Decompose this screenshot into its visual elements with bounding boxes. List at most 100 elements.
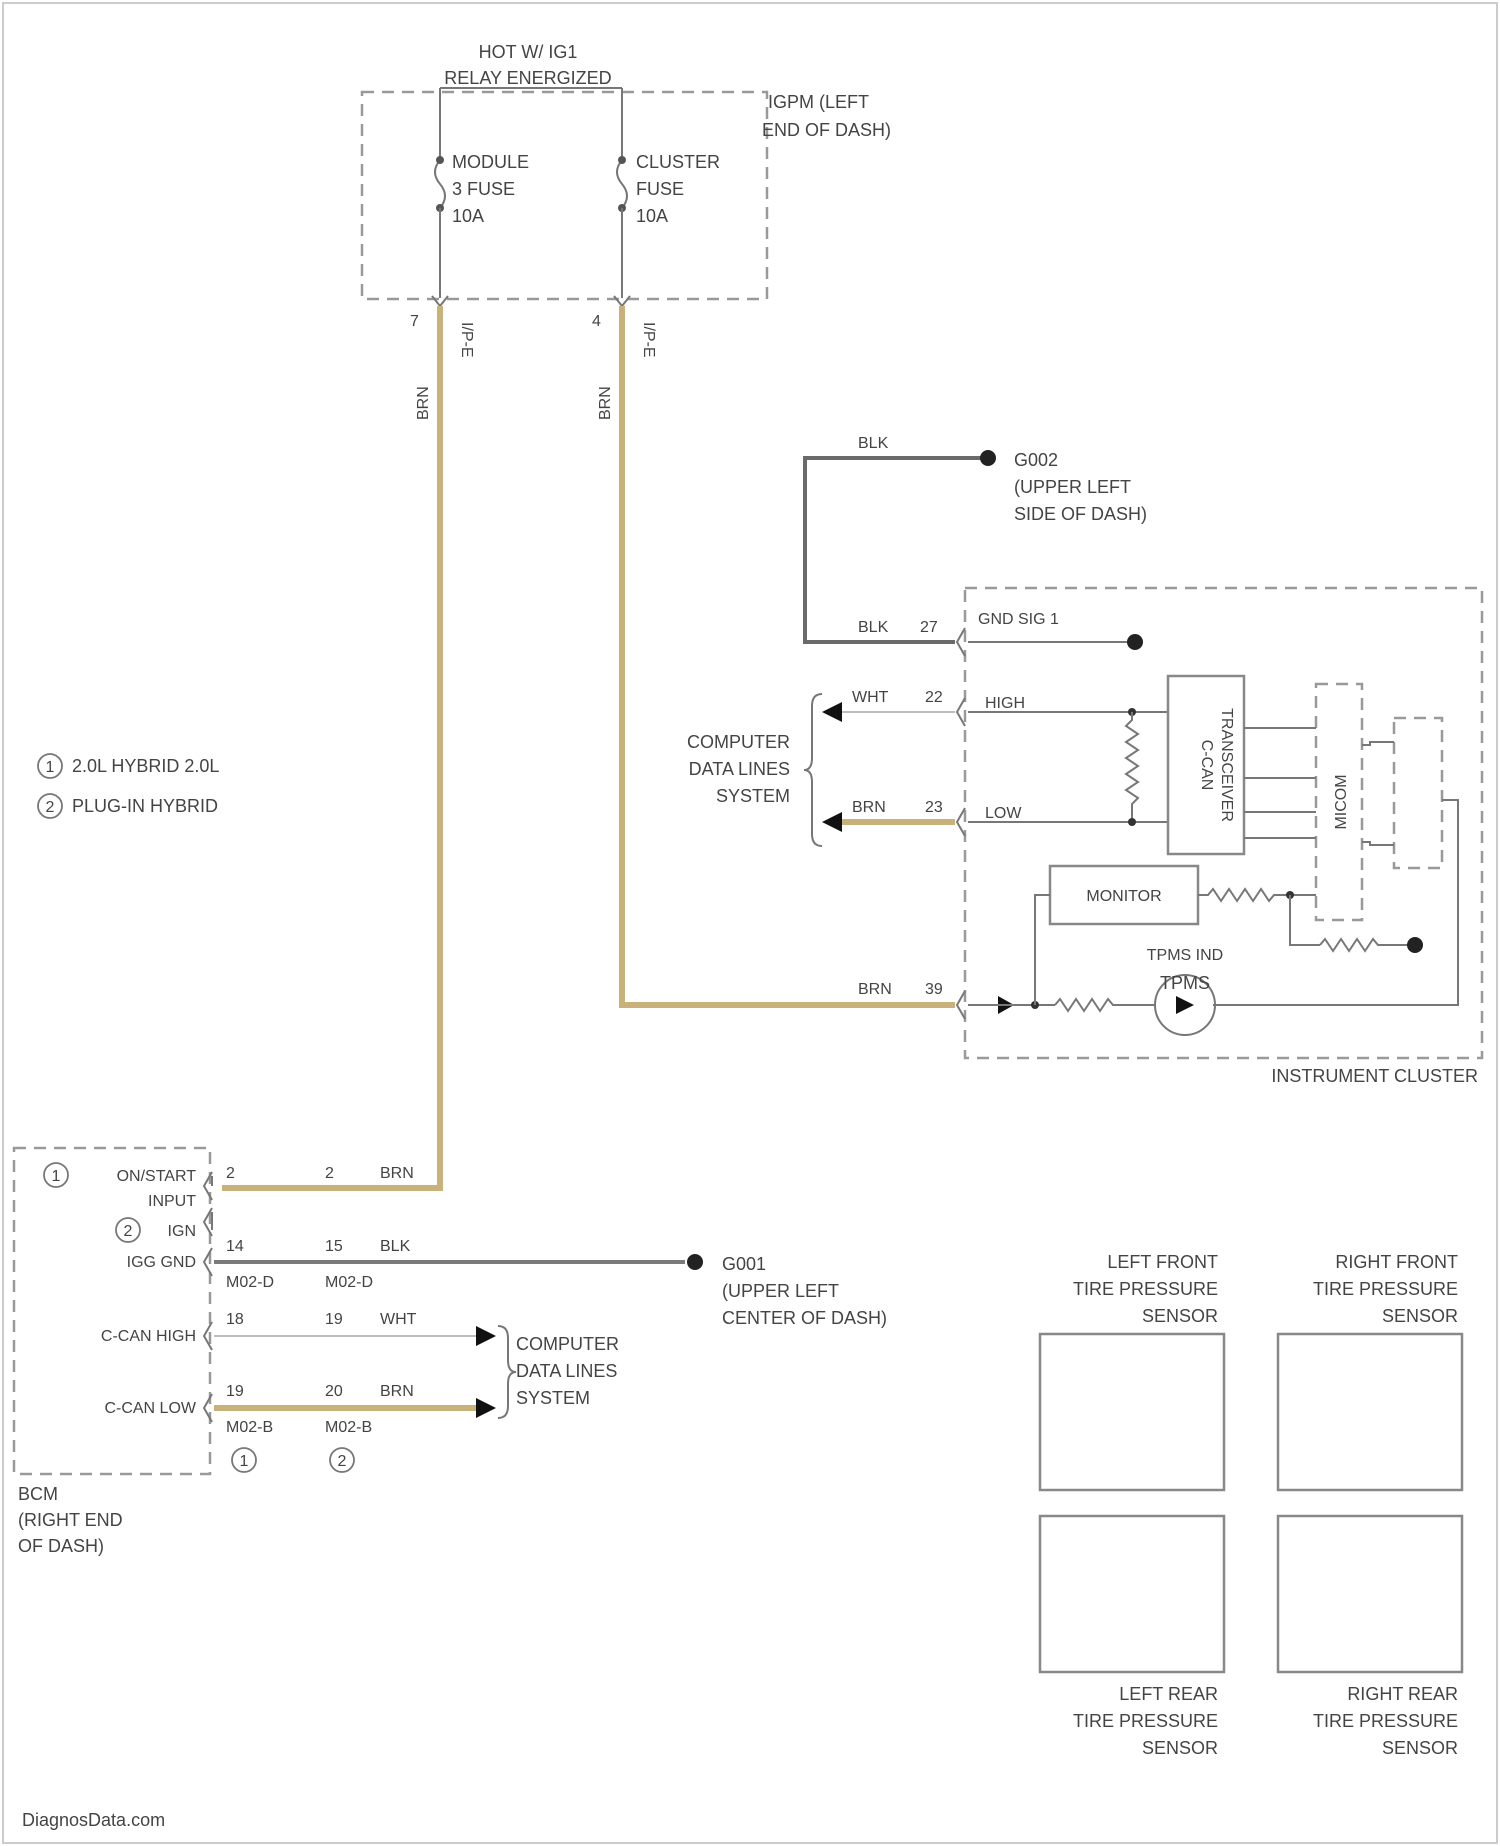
ground-g001: G001 (UPPER LEFT CENTER OF DASH) — [687, 1254, 887, 1328]
cds-bottom-line-2: DATA LINES — [516, 1361, 617, 1381]
ground-g001-symbol — [687, 1254, 703, 1270]
bcm-ign-circle-number: 2 — [124, 1223, 133, 1240]
wire-left-color: BRN — [415, 386, 432, 420]
legend: 1 2.0L HYBRID 2.0L 2 PLUG-IN HYBRID — [38, 754, 219, 818]
pwr-wire-color: BRN — [858, 981, 892, 998]
micom-label: MICOM — [1333, 774, 1350, 829]
tpms-symbol-text: TPMS — [1160, 973, 1210, 993]
lf-sensor-line-2: TIRE PRESSURE — [1073, 1279, 1218, 1299]
brn-wire-cluster-power — [622, 306, 955, 1005]
bcm-gnd-connector-2: M02-D — [325, 1274, 373, 1291]
legend-2-number: 2 — [46, 799, 55, 816]
ground-g002-symbol — [980, 450, 996, 466]
bcm-gnd-pin-1: 14 — [226, 1238, 244, 1255]
g002-label: G002 — [1014, 450, 1058, 470]
bcm-conn-circle-1-number: 1 — [240, 1453, 249, 1470]
fuse2-symbol — [617, 160, 627, 208]
driver-link-2 — [1362, 842, 1394, 845]
low-arrow — [822, 812, 842, 832]
rf-sensor-line-3: SENSOR — [1382, 1306, 1458, 1326]
cds-right-brace — [804, 694, 822, 846]
g002-location-2: SIDE OF DASH) — [1014, 504, 1147, 524]
transceiver-label-1: C-CAN — [1198, 740, 1215, 791]
pin-left-connector-id: I/P-E — [458, 322, 475, 358]
lr-sensor-line-3: SENSOR — [1142, 1738, 1218, 1758]
fuse1-label-1: MODULE — [452, 152, 529, 172]
fuse1-symbol — [435, 160, 445, 208]
bcm-high-label: C-CAN HIGH — [101, 1328, 196, 1345]
bcm-onstart-circle-number: 1 — [52, 1168, 61, 1185]
bcm-gnd-wire-color: BLK — [380, 1238, 411, 1255]
low-pin: 23 — [925, 799, 943, 816]
hot-label-1: HOT W/ IG1 — [479, 42, 578, 62]
lf-sensor-box — [1040, 1334, 1224, 1490]
pin-right-number: 4 — [592, 313, 601, 330]
fuse1-label-3: 10A — [452, 206, 484, 226]
low-wire-color: BRN — [852, 799, 886, 816]
bcm-location-1: (RIGHT END — [18, 1510, 123, 1530]
high-arrow — [822, 702, 842, 722]
gnd-wire-color: BLK — [858, 619, 889, 636]
fuse2-label-3: 10A — [636, 206, 668, 226]
bcm-location-2: OF DASH) — [18, 1536, 104, 1556]
high-wire-color: WHT — [852, 689, 889, 706]
bcm-low-connector-2: M02-B — [325, 1419, 372, 1436]
gnd-internal-ground — [1127, 634, 1143, 650]
cds-bottom-brace — [498, 1326, 516, 1418]
footer-watermark: DiagnosData.com — [22, 1810, 165, 1830]
fuse2-label-1: CLUSTER — [636, 152, 720, 172]
low-node — [1128, 818, 1136, 826]
bcm-low-pin-2: 20 — [325, 1383, 343, 1400]
pwr-to-monitor — [1035, 895, 1050, 1005]
bcm-onstart-wire-color: BRN — [380, 1165, 414, 1182]
cds-right-line-3: SYSTEM — [716, 786, 790, 806]
transceiver-label-2: TRANSCEIVER — [1218, 708, 1235, 822]
bcm-onstart-label-2: INPUT — [148, 1193, 196, 1210]
bcm-low-arrow — [476, 1398, 496, 1418]
ground-g002: BLK G002 (UPPER LEFT SIDE OF DASH) — [805, 435, 1147, 642]
tpms-resistor — [1055, 999, 1163, 1011]
cds-right-line-2: DATA LINES — [689, 759, 790, 779]
rr-sensor-line-1: RIGHT REAR — [1347, 1684, 1458, 1704]
bcm-conn-circle-2-number: 2 — [338, 1453, 347, 1470]
g001-location-2: CENTER OF DASH) — [722, 1308, 887, 1328]
fuse-block-location-1: IGPM (LEFT — [768, 92, 869, 112]
driver-to-tpms-wire — [1412, 800, 1458, 1005]
cds-right-line-1: COMPUTER — [687, 732, 790, 752]
fuse-block-outline — [362, 92, 767, 299]
bcm-onstart-label-1: ON/START — [117, 1168, 197, 1185]
gnd-pin: 27 — [920, 619, 938, 636]
g002-location-1: (UPPER LEFT — [1014, 477, 1131, 497]
page-border — [3, 3, 1497, 1843]
pin-left-number: 7 — [410, 313, 419, 330]
legend-2-text: PLUG-IN HYBRID — [72, 796, 218, 816]
fuse1-label-2: 3 FUSE — [452, 179, 515, 199]
high-pin: 22 — [925, 689, 943, 706]
cds-bottom-line-1: COMPUTER — [516, 1334, 619, 1354]
bcm-high-pin-1: 18 — [226, 1311, 244, 1328]
cds-bottom-line-3: SYSTEM — [516, 1388, 590, 1408]
monitor-label: MONITOR — [1086, 888, 1161, 905]
g001-location-1: (UPPER LEFT — [722, 1281, 839, 1301]
bcm-onstart-pin-2: 2 — [325, 1165, 334, 1182]
rf-sensor-line-1: RIGHT FRONT — [1335, 1252, 1458, 1272]
fuse-block-location-2: END OF DASH) — [762, 120, 891, 140]
bcm-gnd-label: IGG GND — [127, 1254, 196, 1271]
fuse1-top-node — [436, 156, 444, 164]
bcm-low-wire-color: BRN — [380, 1383, 414, 1400]
bcm-low-connector-1: M02-B — [226, 1419, 273, 1436]
high-label: HIGH — [985, 695, 1025, 712]
g002-wire-color: BLK — [858, 435, 889, 452]
computer-data-lines-bottom: COMPUTER DATA LINES SYSTEM — [498, 1326, 619, 1418]
lr-sensor-line-2: TIRE PRESSURE — [1073, 1711, 1218, 1731]
instrument-cluster: INSTRUMENT CLUSTER BLK 27 GND SIG 1 WHT … — [822, 588, 1482, 1086]
bcm-low-label: C-CAN LOW — [104, 1400, 196, 1417]
tire-pressure-sensors: LEFT FRONT TIRE PRESSURE SENSOR RIGHT FR… — [1040, 1252, 1462, 1758]
monitor-ground — [1407, 937, 1423, 953]
lr-sensor-line-1: LEFT REAR — [1119, 1684, 1218, 1704]
legend-1-number: 1 — [46, 759, 55, 776]
wire-right-color: BRN — [597, 386, 614, 420]
pin-right-connector-id: I/P-E — [640, 322, 657, 358]
bcm-gnd-connector-1: M02-D — [226, 1274, 274, 1291]
